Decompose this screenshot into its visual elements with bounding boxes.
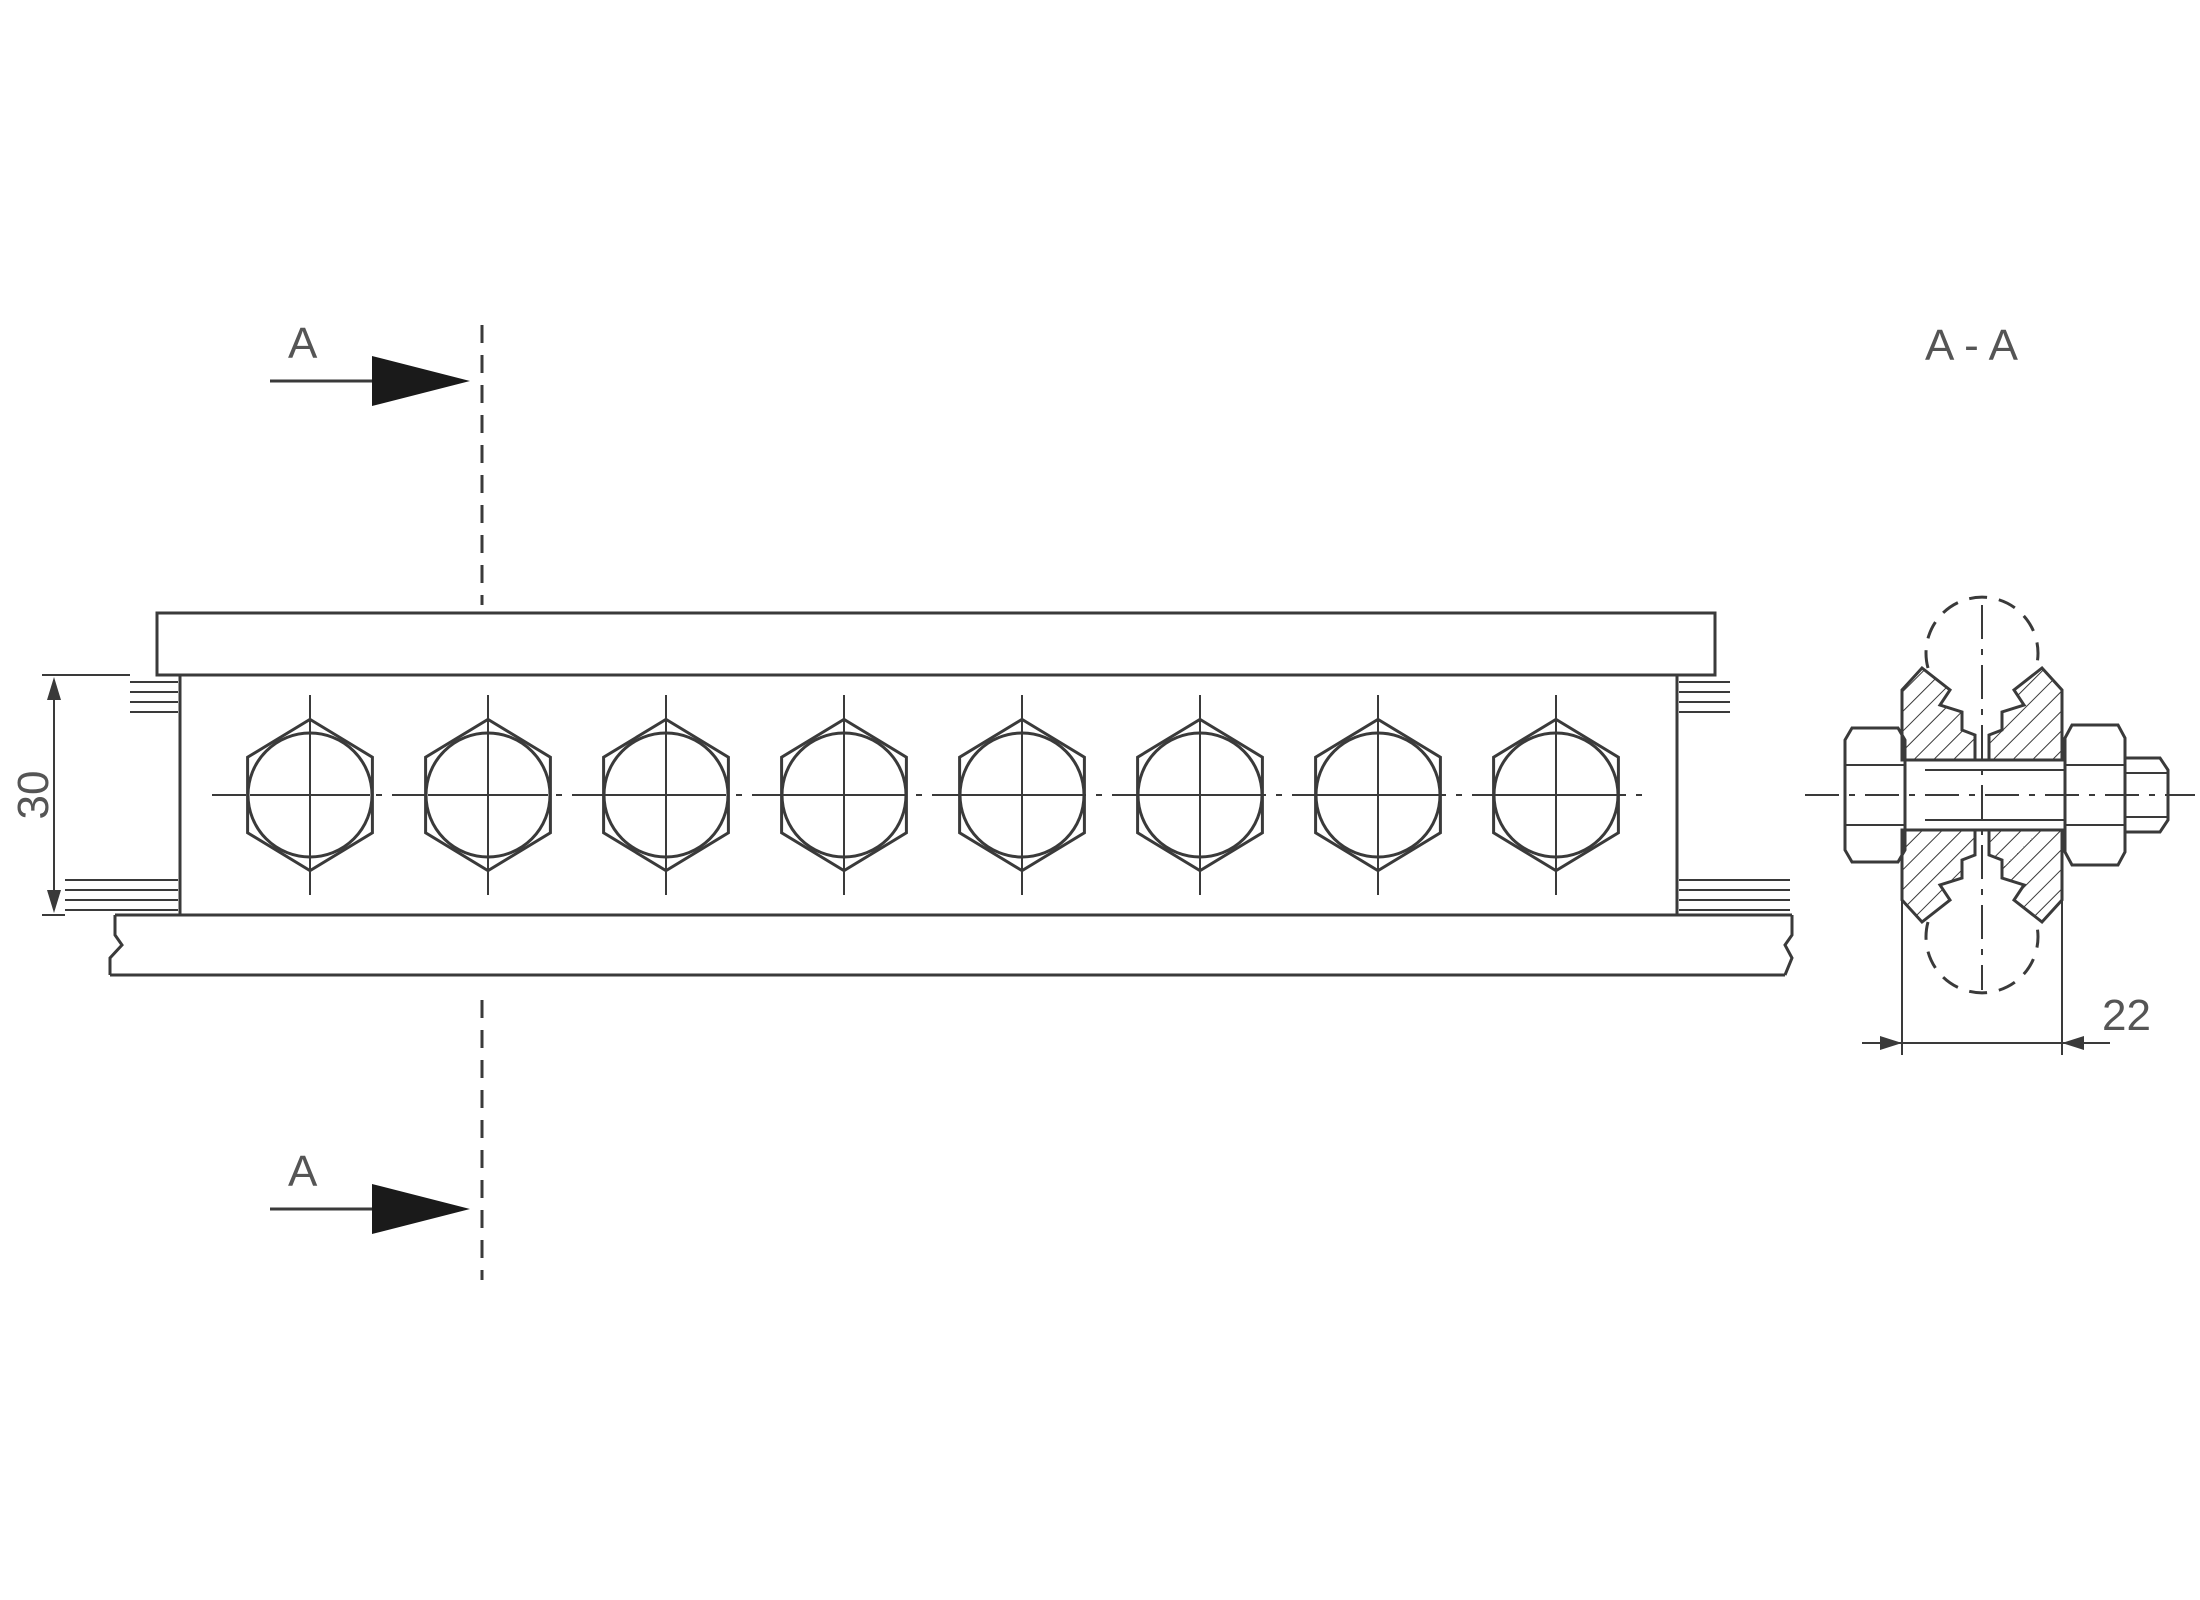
- upper-clamp-body-right: [1987, 665, 2064, 762]
- bolt-head-symbol: [1136, 695, 1264, 895]
- bolt-head: [1843, 726, 1907, 864]
- section-arrow-bottom: [270, 1184, 470, 1234]
- left-strip-marks: [65, 681, 178, 911]
- nut: [2063, 723, 2127, 867]
- bolt-head-symbol: [246, 695, 374, 895]
- section-arrow-top: [270, 356, 470, 406]
- top-plate: [155, 611, 1717, 677]
- dimension-height-label: 30: [9, 771, 58, 820]
- bolt-tip: [2123, 756, 2170, 834]
- bottom-rail: [108, 913, 1794, 977]
- section-view: [1805, 595, 2195, 995]
- section-arrow-bottom-label: A: [288, 1147, 318, 1196]
- bolt-head-symbol: [780, 695, 908, 895]
- right-strip-marks: [1679, 681, 1790, 911]
- dimension-width: [1862, 840, 2110, 1055]
- section-cutting-plane: A A: [270, 319, 484, 1280]
- front-view: [65, 611, 1794, 977]
- lower-clamp-body: [1900, 828, 1977, 925]
- clamp-bar: [178, 673, 1679, 917]
- upper-clamp-body: [1900, 665, 1977, 762]
- bolt-head-symbol: [602, 695, 730, 895]
- section-view-title: A - A: [1925, 321, 2019, 370]
- section-arrow-top-label: A: [288, 319, 318, 368]
- upper-clamp-arc: [1924, 595, 2040, 669]
- bolt-row: [246, 695, 1620, 895]
- bolt-head-symbol: [1492, 695, 1620, 895]
- lower-clamp-body-right: [1987, 828, 2064, 925]
- dimension-height: [42, 674, 130, 916]
- bolt-head-symbol: [1314, 695, 1442, 895]
- lower-clamp-arc: [1924, 921, 2040, 995]
- dimension-width-label: 22: [2102, 991, 2151, 1040]
- bolt-head-symbol: [958, 695, 1086, 895]
- bolt-head-symbol: [424, 695, 552, 895]
